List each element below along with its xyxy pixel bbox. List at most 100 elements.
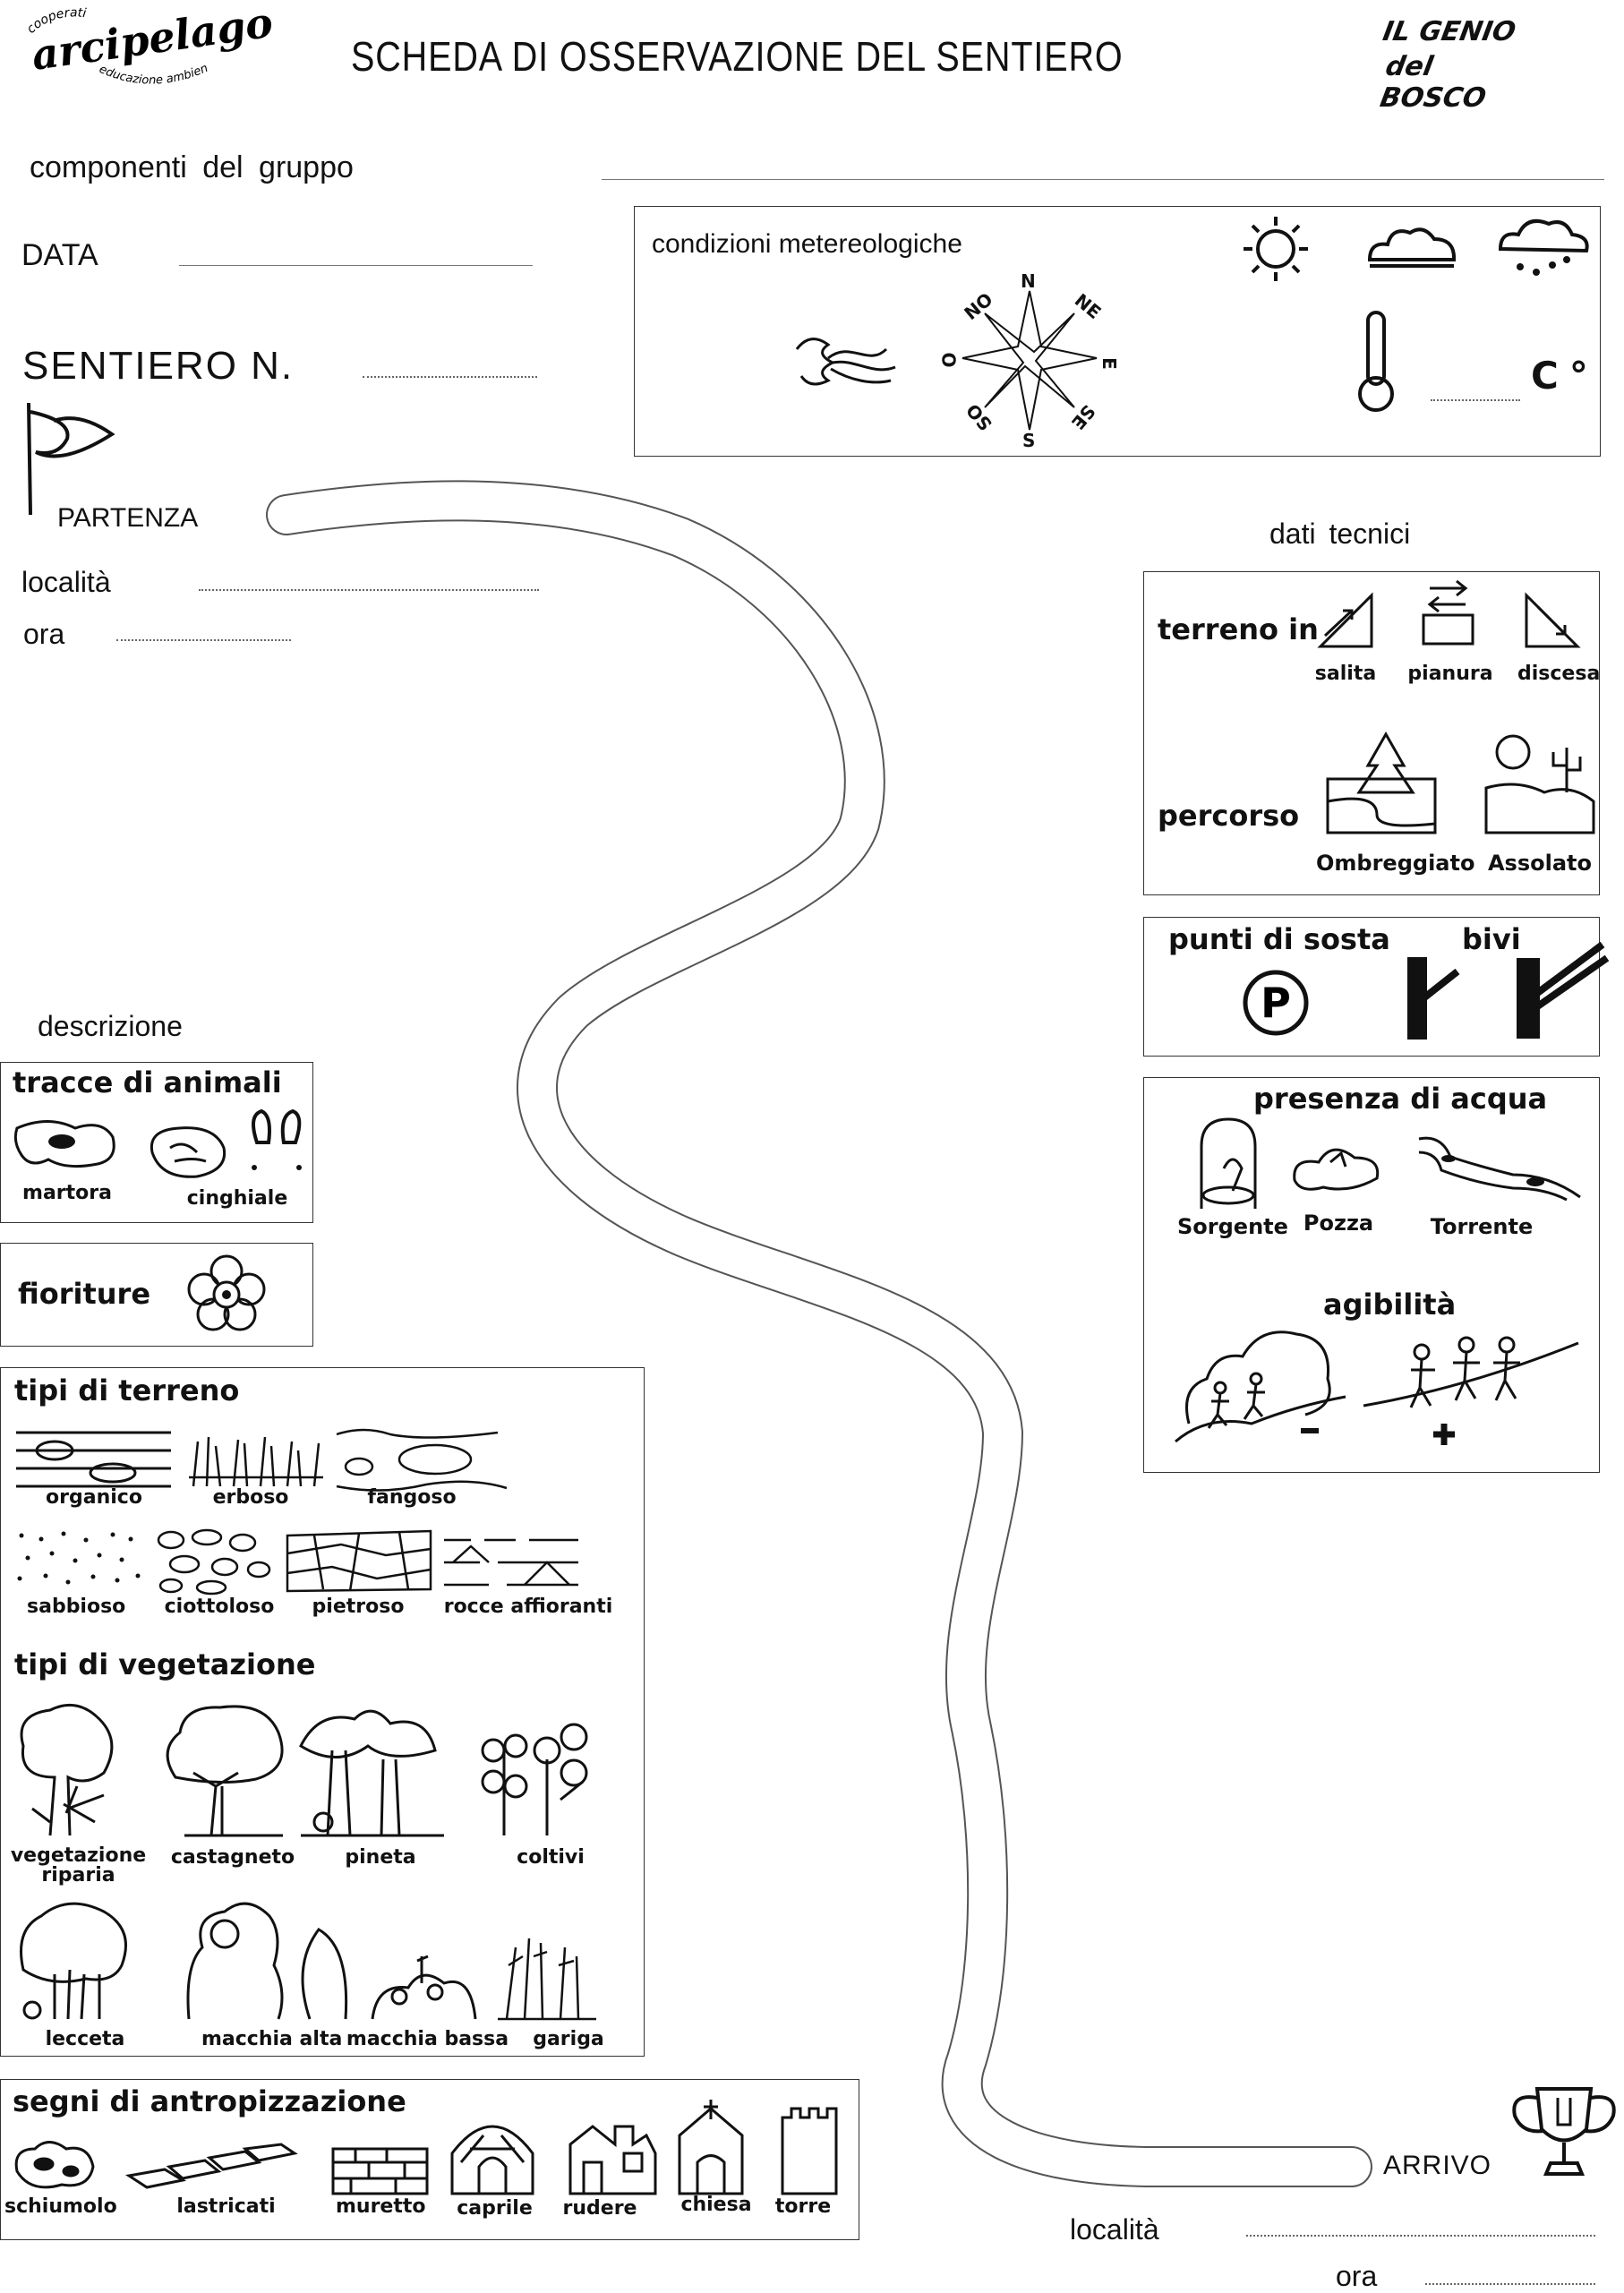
stops-label: punti di sosta xyxy=(1168,922,1390,956)
sunny-caption: Assolato xyxy=(1487,851,1592,876)
flat-icon[interactable] xyxy=(1416,578,1479,649)
fork-single-icon[interactable] xyxy=(1404,954,1466,1043)
hoofprint-icon[interactable] xyxy=(244,1107,315,1178)
low-scrub-caption: macchia bassa xyxy=(346,2028,509,2050)
human-signs-label: segni di antropizzazione xyxy=(13,2084,406,2118)
date-field[interactable] xyxy=(179,265,533,266)
crops-caption: coltivi xyxy=(517,1846,585,1869)
svg-text:P: P xyxy=(1261,979,1291,1027)
ruin-icon[interactable] xyxy=(568,2125,657,2195)
pond-caption: Pozza xyxy=(1303,1211,1374,1236)
hut-caption: caprile xyxy=(457,2197,533,2220)
easy-agility-icon[interactable] xyxy=(1359,1325,1583,1450)
shaded-caption: Ombreggiato xyxy=(1316,851,1475,876)
spring-icon[interactable] xyxy=(1192,1115,1264,1213)
end-time-field[interactable] xyxy=(1425,2283,1595,2285)
downhill-caption: discesa xyxy=(1517,663,1601,685)
garrigue-caption: gariga xyxy=(533,2028,604,2050)
hard-agility-icon[interactable] xyxy=(1171,1316,1350,1450)
shelter-caption: schiumolo xyxy=(4,2195,117,2218)
trail-number-field[interactable] xyxy=(363,376,537,378)
pond-icon[interactable] xyxy=(1287,1135,1386,1198)
holm-oak-icon[interactable] xyxy=(20,1902,127,2020)
grassy-soil-icon[interactable] xyxy=(189,1436,323,1487)
start-place-field[interactable] xyxy=(199,589,539,591)
sun-icon[interactable] xyxy=(1240,213,1312,285)
tracks-label: tracce di animali xyxy=(13,1065,282,1099)
stone-hut-icon[interactable] xyxy=(450,2125,534,2195)
tower-icon[interactable] xyxy=(781,2107,838,2195)
flowers-label: fioriture xyxy=(18,1277,151,1311)
trail-label: SENTIERO N. xyxy=(22,344,295,388)
church-icon[interactable] xyxy=(678,2100,744,2195)
pine-caption: pineta xyxy=(345,1846,416,1869)
tall-scrub-caption: macchia alta xyxy=(201,2028,343,2050)
vegetation-label: tipi di vegetazione xyxy=(14,1647,316,1681)
shelter-rock-icon[interactable] xyxy=(14,2141,95,2189)
tall-scrub-icon[interactable] xyxy=(186,1902,348,2020)
compass-n: N xyxy=(1021,270,1036,292)
logo: cooperativa arcipelago educazione ambien… xyxy=(23,0,276,106)
uphill-icon[interactable] xyxy=(1316,591,1379,654)
marten-track-icon[interactable] xyxy=(13,1115,120,1177)
sandy-soil-icon[interactable] xyxy=(17,1531,141,1585)
flower-icon[interactable] xyxy=(186,1253,267,1334)
low-scrub-icon[interactable] xyxy=(371,1955,477,2020)
garrigue-icon[interactable] xyxy=(498,1938,596,2021)
agility-label: agibilità xyxy=(1323,1288,1457,1322)
degrees-label: C° xyxy=(1531,354,1599,398)
stream-icon[interactable] xyxy=(1415,1130,1585,1202)
downhill-icon[interactable] xyxy=(1522,591,1585,654)
weather-title: condizioni metereologiche xyxy=(652,229,962,259)
paving-caption: lastricati xyxy=(176,2195,276,2218)
end-time-label: ora xyxy=(1336,2260,1378,2292)
start-flag-icon xyxy=(27,402,115,516)
group-field[interactable] xyxy=(602,179,1604,180)
chestnut-grove-icon[interactable] xyxy=(166,1705,284,1837)
pine-forest-icon[interactable] xyxy=(299,1709,444,1837)
vegetation-row1 xyxy=(20,1703,588,1837)
sunny-route-icon[interactable] xyxy=(1482,730,1598,837)
description-title: descrizione xyxy=(38,1010,183,1042)
muddy-soil-icon[interactable] xyxy=(336,1428,508,1492)
human-signs-icons xyxy=(14,2100,838,2195)
start-time-field[interactable] xyxy=(116,639,291,641)
partly-cloudy-icon[interactable] xyxy=(1361,219,1459,273)
compass-o: O xyxy=(938,352,961,368)
end-label: ARRIVO xyxy=(1383,2151,1492,2180)
trophy-icon xyxy=(1512,2087,1616,2176)
riparian-vegetation-icon[interactable] xyxy=(20,1703,114,1836)
technical-title: dati tecnici xyxy=(1269,518,1411,550)
parking-icon[interactable]: P xyxy=(1240,967,1312,1039)
route-label: percorso xyxy=(1158,799,1300,833)
rock-outcrop-icon[interactable] xyxy=(444,1538,578,1587)
stony-soil-icon[interactable] xyxy=(286,1529,432,1593)
fork-double-icon[interactable] xyxy=(1513,940,1611,1039)
rain-icon[interactable] xyxy=(1493,213,1592,285)
terrain-label: terreno in xyxy=(1158,612,1319,646)
paving-icon[interactable] xyxy=(124,2143,298,2189)
water-label: presenza di acqua xyxy=(1253,1082,1548,1116)
tower-caption: torre xyxy=(774,2195,832,2218)
dry-wall-icon[interactable] xyxy=(331,2147,429,2195)
stream-caption: Torrente xyxy=(1430,1214,1534,1239)
logo-lettering: cooperativa arcipelago educazione ambien… xyxy=(23,0,276,88)
temperature-field[interactable] xyxy=(1431,399,1520,401)
end-place-field[interactable] xyxy=(1246,2235,1595,2237)
boar-track-icon[interactable] xyxy=(143,1121,233,1184)
page-title: SCHEDA DI OSSERVAZIONE DEL SENTIERO xyxy=(351,33,1124,80)
date-label: DATA xyxy=(21,238,98,272)
spring-caption: Sorgente xyxy=(1177,1214,1288,1239)
crops-icon[interactable] xyxy=(481,1723,588,1835)
pebbly-soil-icon[interactable] xyxy=(157,1528,271,1596)
start-place-label: località xyxy=(21,566,111,598)
shaded-route-icon[interactable] xyxy=(1323,730,1440,837)
organic-caption: organico xyxy=(46,1486,142,1509)
sandy-caption: sabbioso xyxy=(27,1596,126,1618)
soil-patterns xyxy=(16,1428,508,1492)
weather-box xyxy=(634,206,1601,457)
vegetation-row2 xyxy=(20,1902,596,2021)
outcrop-caption: rocce affioranti xyxy=(443,1596,613,1618)
organic-soil-icon[interactable] xyxy=(16,1431,171,1488)
